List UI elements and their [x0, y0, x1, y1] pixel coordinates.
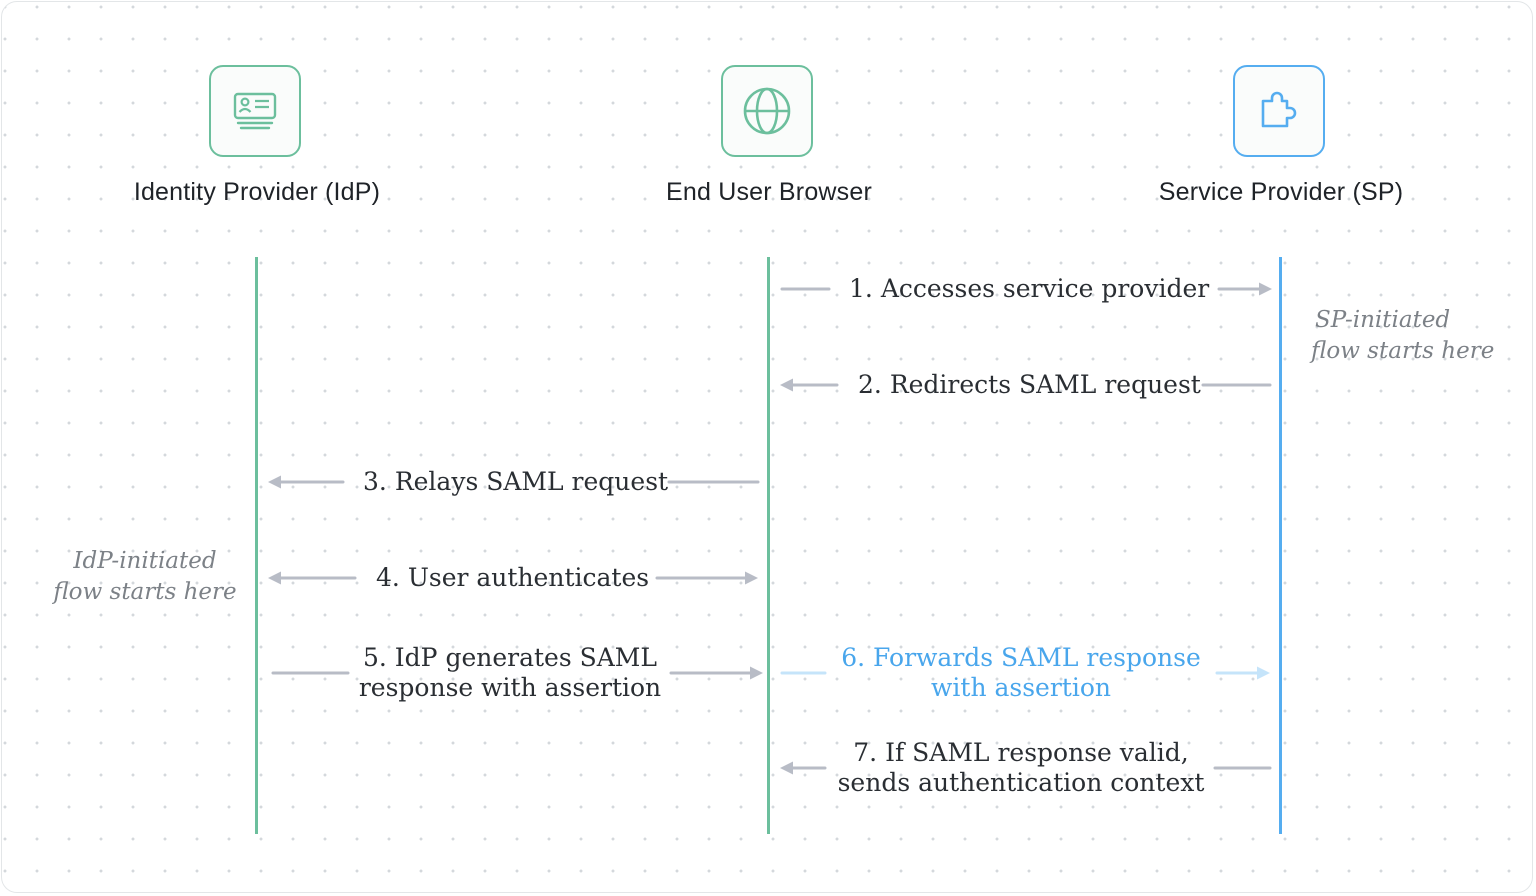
sp-label: Service Provider (SP): [1158, 178, 1404, 206]
browser-lifeline: [767, 257, 770, 834]
message-5-line1: IdP generates SAML: [394, 643, 657, 672]
idp-lifeline: [255, 257, 258, 834]
arrow-2-head: [780, 378, 793, 392]
sp-lifeline: [1279, 257, 1282, 834]
message-7-line2: sends authentication context: [837, 768, 1205, 797]
id-card-icon: [233, 92, 277, 130]
message-5-label: 5. IdP generates SAML response with asse…: [358, 643, 662, 703]
message-4-num: 4.: [376, 563, 400, 592]
message-5-num: 5.: [362, 643, 387, 672]
browser-icon-box: [721, 65, 813, 157]
message-2-label: 2. Redirects SAML request: [858, 370, 1201, 400]
arrow-1-head: [1259, 282, 1272, 296]
idp-note-line2: flow starts here: [53, 579, 237, 605]
puzzle-piece-icon: [1261, 91, 1297, 128]
message-2-num: 2.: [858, 370, 882, 399]
arrow-7-head: [780, 761, 793, 775]
globe-icon: [743, 87, 791, 135]
message-1-text: Accesses service provider: [880, 274, 1210, 303]
message-7-line1: If SAML response valid,: [885, 738, 1189, 767]
idp-icon-box: [209, 65, 301, 157]
message-6-label: 6. Forwards SAML response with assertion: [838, 643, 1204, 703]
message-6-line1: Forwards SAML response: [873, 643, 1201, 672]
message-6-line2: with assertion: [931, 673, 1111, 702]
message-4-text: User authenticates: [407, 563, 650, 592]
message-7-num: 7.: [853, 738, 878, 767]
message-5-line2: response with assertion: [358, 673, 662, 702]
browser-label: End User Browser: [665, 178, 873, 206]
message-3-text: Relays SAML request: [394, 467, 669, 496]
message-7-line1-wrap: 7. If SAML response valid,: [836, 738, 1206, 768]
arrow-6-head: [1257, 666, 1270, 680]
idp-label: Identity Provider (IdP): [133, 178, 381, 206]
message-4-label: 4. User authenticates: [376, 563, 649, 593]
arrow-3-head: [268, 475, 281, 489]
message-1-label: 1. Accesses service provider: [849, 274, 1209, 304]
arrow-4-left-head: [268, 571, 281, 585]
message-3-num: 3.: [363, 467, 387, 496]
message-2-text: Redirects SAML request: [889, 370, 1201, 399]
sp-note-line2: flow starts here: [1311, 338, 1495, 364]
message-5-line1-wrap: 5. IdP generates SAML: [358, 643, 662, 673]
sp-icon-box: [1233, 65, 1325, 157]
idp-flow-note: IdP-initiated flow starts here: [50, 546, 240, 608]
message-1-num: 1.: [849, 274, 873, 303]
sp-flow-note: SP-initiated flow starts here: [1311, 305, 1501, 367]
sp-note-line1: SP-initiated: [1315, 307, 1451, 333]
idp-note-line1: IdP-initiated: [73, 548, 217, 574]
message-6-num: 6.: [841, 643, 866, 672]
message-7-label: 7. If SAML response valid, sends authent…: [836, 738, 1206, 798]
arrow-5-head: [750, 666, 763, 680]
arrow-4-right-head: [745, 571, 758, 585]
message-3-label: 3. Relays SAML request: [363, 467, 668, 497]
message-6-line1-wrap: 6. Forwards SAML response: [838, 643, 1204, 673]
